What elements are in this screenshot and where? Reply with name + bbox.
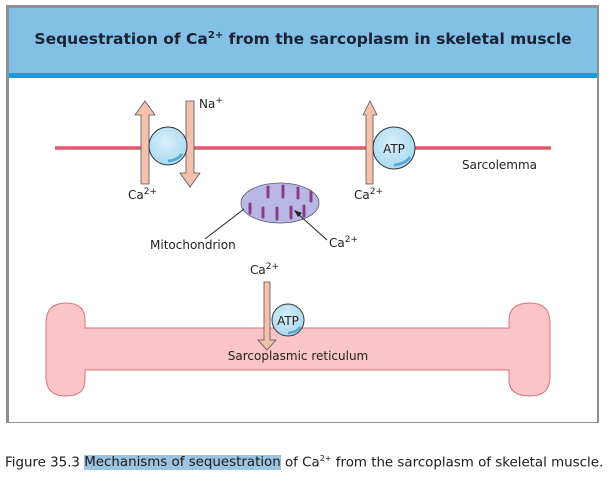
header-divider [9,73,597,78]
na-influx-arrow [179,100,201,188]
mitochondrion-cristae [248,184,313,221]
caption-text: of Ca [280,455,320,471]
sarcolemma-label: Sarcolemma [462,158,537,172]
ca-exchanger-label: Ca2+ [128,187,157,202]
ca-sr-label: Ca2+ [250,262,279,277]
atp-sr-label: ATP [277,314,299,328]
ca-efflux-arrow [134,100,156,185]
mitochondrion [240,182,320,224]
title-text-suffix: from the sarcoplasm in skeletal muscle [223,30,572,48]
sarcolemma-atpase-pump: ATP [372,126,416,170]
caption-highlight: Mechanisms of sequestration [84,455,281,471]
na-label: Na+ [199,96,223,111]
caption-superscript: 2+ [319,454,332,463]
sr-label: Sarcoplasmic reticulum [228,349,369,363]
mitochondrion-leader-line [204,208,245,240]
ca-mito-uptake-arrow [294,210,328,241]
sarcoplasmic-reticulum [45,302,551,397]
figure-caption: Figure 35.3 Mechanisms of sequestration … [5,450,605,472]
ca-pump-arrow [362,100,378,185]
title-superscript: 2+ [207,30,224,41]
figure-title: Sequestration of Ca2+ from the sarcoplas… [9,30,597,48]
diagram-canvas: Na+ Ca2+ ATP Ca2+ Sarcolemma Mitochondri… [45,96,551,397]
ca-pump-label: Ca2+ [354,187,383,202]
figure-header: Sequestration of Ca2+ from the sarcoplas… [9,8,597,73]
na-ca-exchanger [148,126,188,166]
ca-mito-label: Ca2+ [329,235,358,250]
ca-sr-uptake-arrow [257,281,277,351]
mitochondrion-label: Mitochondrion [150,238,236,252]
figure-number: Figure 35.3 [5,455,80,471]
title-text: Sequestration of Ca [34,30,208,48]
sr-atpase-pump: ATP [271,303,305,337]
caption-text-end: from the sarcoplasm of skeletal muscle. [331,455,604,471]
atp-membrane-label: ATP [383,142,405,156]
